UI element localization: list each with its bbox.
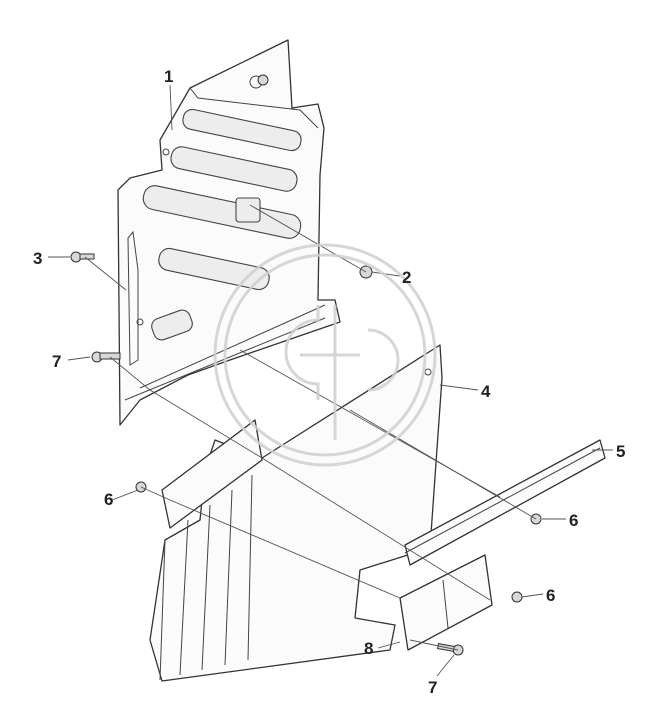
bolt-7-shank [99,352,121,360]
nut-6c-icon [511,591,523,603]
callout-7b: 7 [428,678,437,697]
callout-7a: 7 [52,352,61,371]
callout-3: 3 [33,249,42,268]
callout-5: 5 [616,442,625,461]
callout-8: 8 [364,639,373,658]
callout-6b: 6 [569,511,578,530]
callout-2: 2 [402,268,411,287]
callout-6c: 6 [546,586,555,605]
hardware [70,251,542,656]
callout-leaders [48,84,613,677]
callout-6a: 6 [104,490,113,509]
logo-watermark-icon [213,243,437,467]
callout-4: 4 [481,382,491,401]
left-rib-bracket [159,419,263,681]
flap-plate [149,344,443,682]
callout-labels: 1 2 3 4 5 6 6 6 7 7 8 [33,67,625,697]
assembly-lines [84,204,537,651]
angle-strip [404,439,606,566]
callout-1: 1 [164,67,173,86]
small-bracket [399,554,493,651]
main-bracket-panel [117,39,341,426]
